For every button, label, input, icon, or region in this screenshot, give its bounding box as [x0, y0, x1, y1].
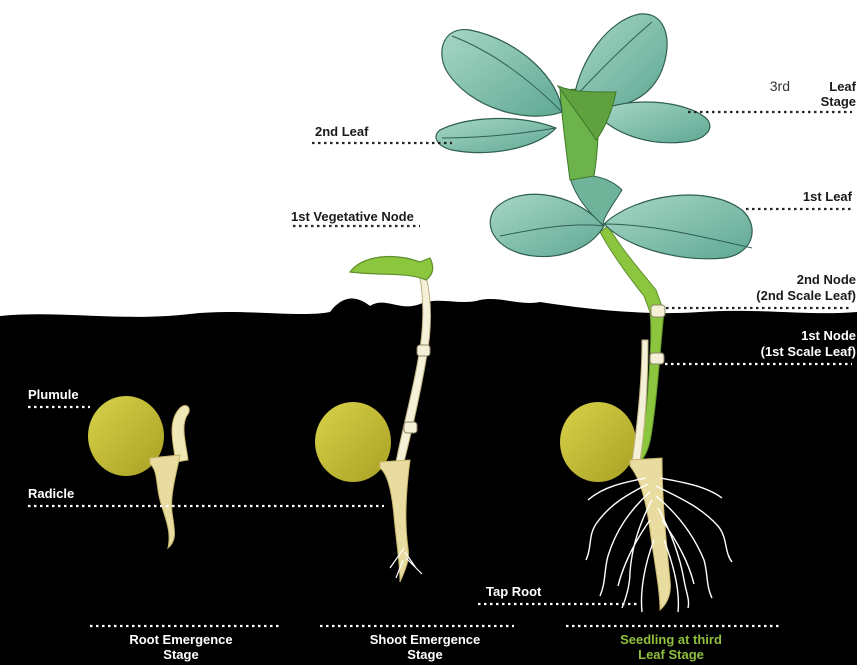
stage-2-line2: Stage	[407, 647, 442, 662]
stage-3-line2: Leaf Stage	[638, 647, 704, 662]
node-bump-3a	[651, 305, 665, 317]
node-bump-2a	[417, 345, 430, 356]
third-leaf-right-lower	[596, 102, 710, 143]
seed-2	[315, 402, 391, 482]
label-first-node-b: (1st Scale Leaf)	[761, 344, 856, 359]
third-leaf-left	[442, 30, 562, 117]
stage-1-line1: Root Emergence	[129, 632, 232, 647]
label-first-leaf: 1st Leaf	[803, 189, 853, 204]
label-first-veg-node: 1st Vegetative Node	[291, 209, 414, 224]
label-second-node-a: 2nd Node	[797, 272, 856, 287]
label-third-leaf-c: Stage	[821, 94, 856, 109]
label-second-node-b: (2nd Scale Leaf)	[756, 288, 856, 303]
label-first-node-a: 1st Node	[801, 328, 856, 343]
stage-2-line1: Shoot Emergence	[370, 632, 481, 647]
seed-3	[560, 402, 636, 482]
stage-1-line2: Stage	[163, 647, 198, 662]
label-radicle: Radicle	[28, 486, 74, 501]
node-bump-2b	[404, 422, 417, 433]
first-leaf-right	[604, 195, 752, 259]
node-bump-3b	[650, 353, 664, 364]
label-plumule: Plumule	[28, 387, 79, 402]
cotyledon-leaf-2	[350, 257, 433, 280]
label-tap-root: Tap Root	[486, 584, 542, 599]
label-third-leaf-a: 3rd	[770, 78, 790, 94]
label-third-leaf-b: Leaf	[829, 79, 856, 94]
label-second-leaf: 2nd Leaf	[315, 124, 369, 139]
stage-3-line1: Seedling at third	[620, 632, 722, 647]
